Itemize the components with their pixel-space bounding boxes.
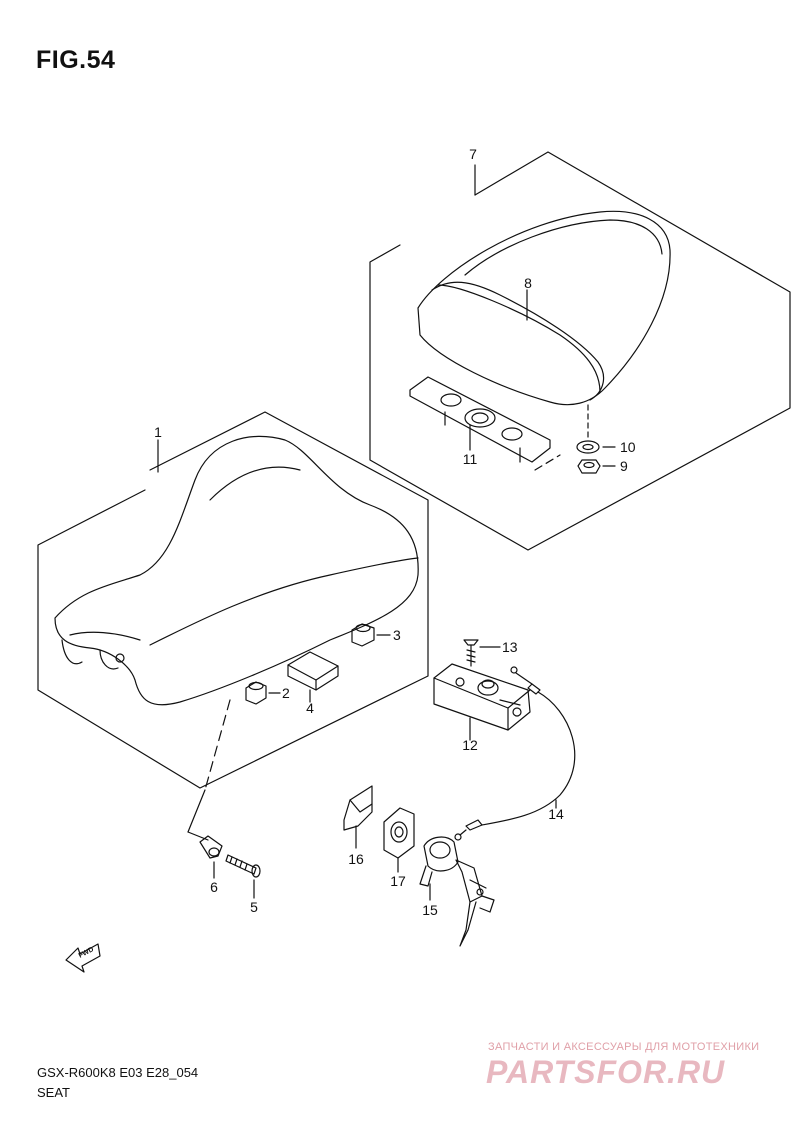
front-seat-group <box>37 411 429 791</box>
cover-17 <box>383 807 415 859</box>
watermark-brand: PARTSFOR.RU <box>486 1054 726 1090</box>
part-label-12: 12 <box>462 737 478 753</box>
fwd-marker-text: FWD <box>78 946 95 960</box>
rear-seat-group <box>369 151 791 551</box>
part-label-16: 16 <box>348 851 364 867</box>
washer-10 <box>576 440 600 454</box>
rear-seat-cushion <box>417 210 671 406</box>
cable-14 <box>454 666 576 841</box>
bolt-5 <box>225 854 261 878</box>
front-group-frame <box>37 411 429 789</box>
part-label-3: 3 <box>393 627 401 643</box>
model-code: GSX-R600K8 E03 E28_054 <box>37 1065 199 1080</box>
part-label-5: 5 <box>250 899 258 915</box>
part-label-17: 17 <box>390 873 406 889</box>
nut-9 <box>577 459 601 474</box>
rear-base-plate <box>409 376 561 471</box>
rear-group-frame <box>369 151 791 551</box>
section-name: SEAT <box>37 1085 70 1100</box>
front-seat-cushion <box>54 435 419 706</box>
figure-title: FIG.54 <box>36 46 116 74</box>
part-label-1: 1 <box>154 424 162 440</box>
spacer-pad-4 <box>287 651 339 691</box>
part-label-9: 9 <box>620 458 628 474</box>
part-label-11: 11 <box>463 451 478 467</box>
cushion-2 <box>245 681 267 705</box>
part-label-10: 10 <box>620 439 636 455</box>
screw-13 <box>463 639 479 667</box>
lock-set-15 <box>419 836 495 947</box>
cushion-3 <box>351 623 375 647</box>
part-label-15: 15 <box>422 902 438 918</box>
watermark-tagline: ЗАПЧАСТИ И АКСЕССУАРЫ ДЛЯ МОТОТЕХНИКИ <box>488 1041 760 1053</box>
fwd-arrow-icon <box>65 943 101 973</box>
seat-lock-12 <box>433 663 531 731</box>
part-label-13: 13 <box>502 639 518 655</box>
part-label-2: 2 <box>282 685 290 701</box>
part-label-8: 8 <box>524 275 532 291</box>
part-label-6: 6 <box>210 879 218 895</box>
part-label-14: 14 <box>548 806 564 822</box>
part-label-7: 7 <box>469 146 477 162</box>
collar-6 <box>199 835 223 859</box>
part-label-4: 4 <box>306 700 314 716</box>
bracket-16 <box>343 785 373 849</box>
